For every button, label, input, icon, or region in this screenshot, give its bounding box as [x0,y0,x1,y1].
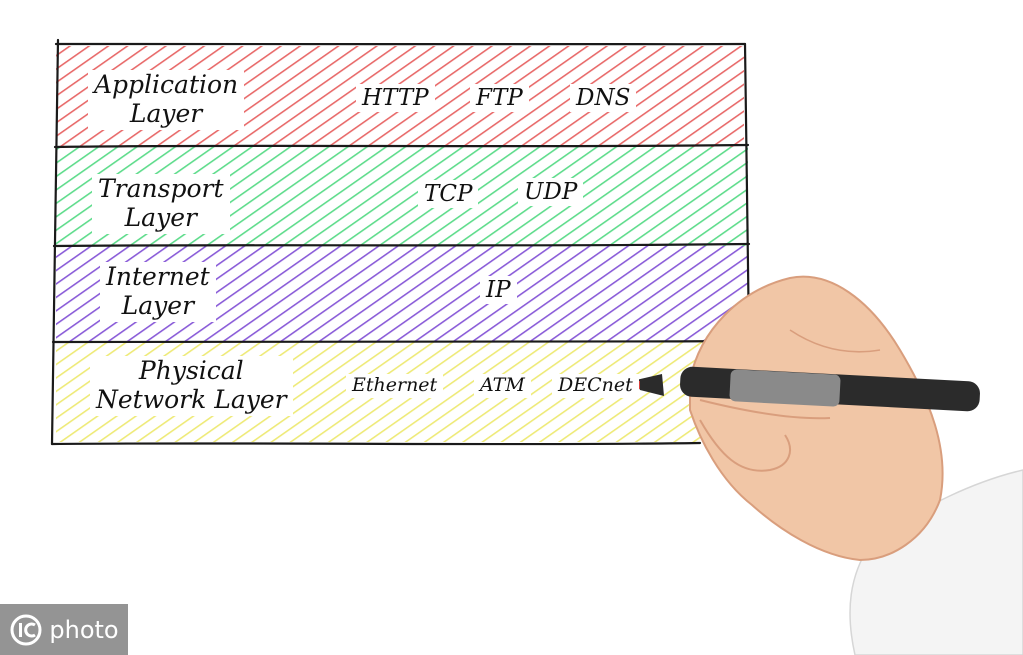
application-layer-label-line1: Application [94,70,239,99]
watermark-text: photo [49,615,119,644]
marker-tip [636,374,664,396]
physical-network-layer-label: Physical Network Layer [90,356,293,416]
protocol-ip: IP [480,276,517,305]
physical-network-layer-label-line2: Network Layer [96,384,287,414]
transport-layer-label-line2: Layer [124,202,197,232]
protocol-ethernet: Ethernet [346,374,444,398]
hand-with-marker [630,275,1023,655]
internet-layer-label-line2: Layer [121,290,195,320]
internet-layer-label-line1: Internet [106,262,210,291]
protocol-decnet: DECnet [552,374,639,398]
marker-grip [729,369,841,407]
protocol-udp: UDP [518,178,584,207]
internet-layer-label: Internet Layer [100,262,216,322]
ic-circle-logo-icon [10,614,42,645]
knuckle-line [789,329,881,353]
transport-layer-label-line1: Transport [98,174,224,203]
protocol-atm: ATM [474,374,531,398]
finger-shadow [699,399,831,420]
photo-watermark: photo [0,604,128,655]
application-layer-label-line2: Layer [129,98,203,128]
transport-layer-label: Transport Layer [92,174,230,234]
diagram-outline [50,38,751,446]
protocol-tcp: TCP [418,180,479,209]
protocol-http: HTTP [356,84,435,113]
protocol-dns: DNS [570,84,637,113]
application-layer-label: Application Layer [88,70,245,130]
physical-network-layer-label-line1: Physical [138,356,244,385]
protocol-ftp: FTP [470,84,529,113]
thumb [699,419,791,472]
